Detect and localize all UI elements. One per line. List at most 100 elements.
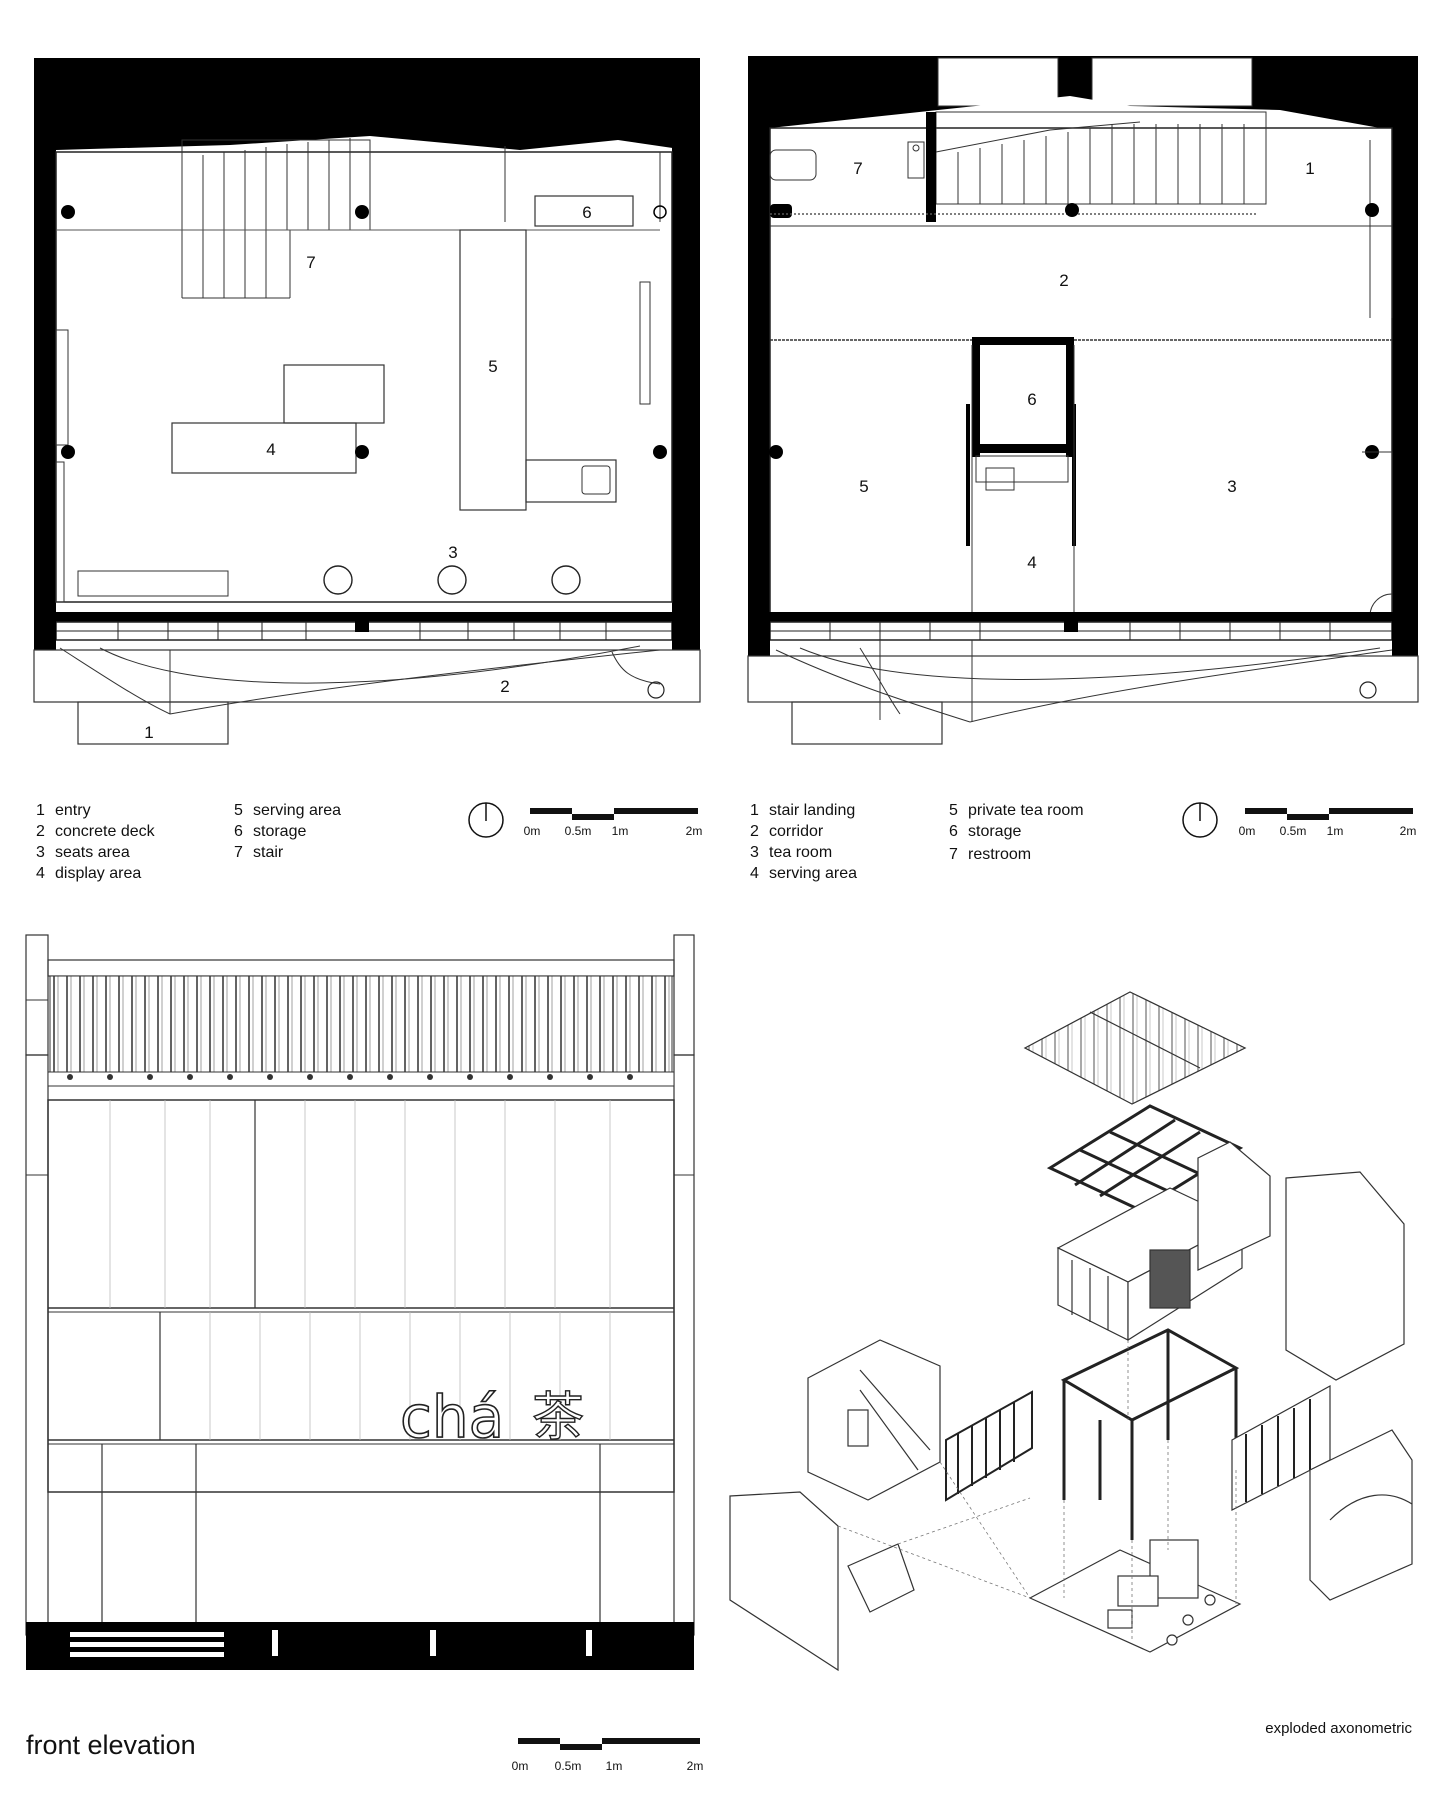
upper-room-number: 5 [859, 477, 868, 496]
ground-wall-right [672, 58, 700, 650]
cha-sign-logo: chá 茶 [399, 1382, 585, 1452]
legend-label: corridor [769, 823, 824, 840]
ground-floor-plan: 1 2 3 4 5 6 7 [33, 58, 701, 745]
legend-num: 5 [234, 802, 243, 819]
north-arrow-icon [1182, 802, 1218, 838]
upper-storage-box [972, 337, 1074, 345]
ground-room-number: 2 [500, 677, 509, 696]
legend-num: 4 [750, 865, 759, 882]
legend-num: 2 [36, 823, 45, 840]
legend-num: 3 [36, 844, 45, 861]
upper-facade-strip [748, 612, 1418, 656]
scale-tick: 0m [524, 824, 541, 838]
legend-num: 3 [750, 844, 759, 861]
ground-wall-top [34, 58, 700, 152]
scale-tick: 2m [686, 824, 703, 838]
axo-wall-left [729, 1491, 915, 1672]
north-arrow-icon [468, 802, 504, 838]
legend-num: 5 [949, 802, 958, 819]
scale-tick: 1m [1327, 824, 1344, 838]
axo-roof-frame [1046, 1104, 1244, 1212]
upper-room-number: 2 [1059, 271, 1068, 290]
scale-tick: 1m [612, 824, 629, 838]
exploded-axonometric [729, 991, 1413, 1672]
axo-projection-lines [837, 1340, 1237, 1640]
upper-restroom [769, 149, 817, 181]
ground-room-number: 6 [582, 203, 591, 222]
upper-room-number: 6 [1027, 390, 1036, 409]
ground-room-number: 5 [488, 357, 497, 376]
axo-column-frame [1060, 1328, 1240, 1540]
legend-label: storage [968, 823, 1021, 840]
legend-label: seats area [55, 844, 130, 861]
scale-tick: 1m [606, 1759, 623, 1773]
legend-label: entry [55, 802, 91, 819]
ground-stair [181, 138, 371, 299]
legend-label: private tea room [968, 802, 1084, 819]
ground-display-table-a [283, 364, 385, 424]
legend-label: serving area [769, 865, 857, 882]
ground-stool [323, 565, 353, 595]
legend-label: tea room [769, 844, 832, 861]
scale-bar-ground: 0m 0.5m 1m 2m [524, 808, 703, 838]
svg-text:茶: 茶 [532, 1388, 584, 1448]
scale-tick: 0.5m [565, 824, 592, 838]
front-elevation-title: front elevation [26, 1730, 196, 1760]
legend-label: restroom [968, 846, 1031, 863]
ground-stool [437, 565, 467, 595]
legend-label: storage [253, 823, 306, 840]
upper-floor-plan: 1 2 3 4 5 6 7 [747, 56, 1419, 745]
upper-legend: 1 stair landing 2 corridor 3 tea room 4 … [750, 802, 1084, 882]
ground-room-number: 3 [448, 543, 457, 562]
legend-label: stair landing [769, 802, 855, 819]
svg-text:chá: chá [400, 1383, 504, 1451]
ground-serving-counter [459, 229, 527, 511]
axo-stair-wall [807, 1339, 941, 1501]
axo-base-slab [1028, 1539, 1242, 1653]
ground-facade-strip [34, 612, 700, 650]
legend-num: 1 [36, 802, 45, 819]
ground-room-number: 1 [144, 723, 153, 742]
ground-room-number: 4 [266, 440, 275, 459]
scale-tick: 0.5m [1280, 824, 1307, 838]
scale-bar-upper: 0m 0.5m 1m 2m [1239, 808, 1417, 838]
ground-legend: 1 entry 2 concrete deck 3 seats area 4 d… [36, 802, 341, 882]
ground-wall-left [34, 58, 56, 650]
ground-stool [551, 565, 581, 595]
ground-storage [534, 195, 634, 227]
elevation-roof-tiles [49, 975, 673, 1073]
exploded-axonometric-title: exploded axonometric [1265, 1720, 1412, 1737]
legend-label: concrete deck [55, 823, 156, 840]
scale-tick: 0.5m [555, 1759, 582, 1773]
axo-slatted-panel [945, 1390, 1033, 1502]
scale-tick: 0m [1239, 824, 1256, 838]
legend-num: 4 [36, 865, 45, 882]
upper-room-number: 7 [853, 159, 862, 178]
legend-label: stair [253, 844, 284, 861]
axo-roof [1023, 991, 1247, 1105]
legend-num: 1 [750, 802, 759, 819]
upper-room-number: 4 [1027, 553, 1036, 572]
ground-display-table-b [171, 422, 357, 474]
legend-num: 7 [234, 844, 243, 861]
ground-columns [61, 205, 667, 459]
ground-entry-step [77, 701, 229, 745]
legend-label: display area [55, 865, 141, 882]
axo-facade [1231, 1384, 1413, 1601]
upper-room-number: 3 [1227, 477, 1236, 496]
axo-wall-right [1197, 1141, 1405, 1381]
scale-tick: 2m [687, 1759, 704, 1773]
scale-bar-elevation: 0m 0.5m 1m 2m [512, 1738, 704, 1773]
legend-num: 6 [234, 823, 243, 840]
scale-tick: 2m [1400, 824, 1417, 838]
legend-num: 7 [949, 846, 958, 863]
legend-num: 6 [949, 823, 958, 840]
ground-concrete-deck [33, 649, 701, 703]
front-elevation: chá 茶 [25, 934, 695, 1670]
legend-label: serving area [253, 802, 341, 819]
ground-room-number: 7 [306, 253, 315, 272]
scale-tick: 0m [512, 1759, 529, 1773]
upper-room-number: 1 [1305, 159, 1314, 178]
legend-num: 2 [750, 823, 759, 840]
